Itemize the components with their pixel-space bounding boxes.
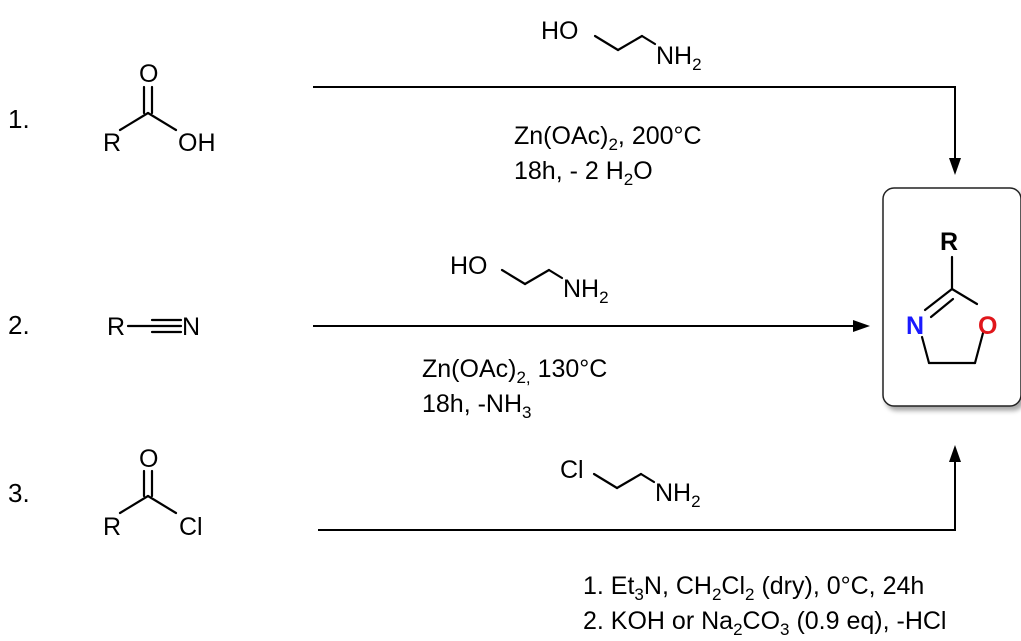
reaction-2-atom-N: N — [182, 313, 200, 341]
reaction-1-conditions-line-2: 18h, - 2 H2O — [514, 157, 653, 189]
reaction-2-number: 2. — [8, 310, 30, 340]
product-atom-R: R — [940, 228, 958, 256]
product-atom-N: N — [906, 312, 924, 340]
reaction-1-reactant-carboxylic-acid: R O OH — [103, 60, 216, 157]
reaction-3-conditions-line-1: 1. Et3N, CH2Cl2 (dry), 0°C, 24h — [583, 572, 924, 604]
reaction-2-atom-R: R — [107, 313, 125, 341]
reaction-2-reagent-HO: HO — [450, 252, 488, 280]
reaction-3-reagent-chloroethylamine: Cl NH2 — [560, 456, 701, 511]
reaction-1-reagent-HO: HO — [541, 17, 579, 45]
reaction-2-reagent-ethanolamine: HO NH2 — [450, 252, 609, 307]
reaction-3-number: 3. — [8, 478, 30, 508]
reaction-1-reagent-NH2: NH2 — [656, 42, 702, 74]
reaction-3-arrow — [318, 460, 956, 531]
reaction-2-conditions: Zn(OAc)2, 130°C 18h, -NH3 — [422, 355, 607, 422]
reaction-1-conditions-line-1: Zn(OAc)2, 200°C — [514, 122, 702, 154]
reaction-3-atom-Cl: Cl — [179, 513, 203, 541]
reaction-3-conditions-line-2: 2. KOH or Na2CO3 (0.9 eq), -HCl — [583, 607, 946, 639]
reaction-1-atom-OH: OH — [178, 129, 216, 157]
reaction-3-reagent-Cl: Cl — [560, 456, 584, 484]
reaction-1-atom-R: R — [103, 129, 121, 157]
reaction-2-reagent-NH2: NH2 — [563, 275, 609, 307]
product-oxazoline: R N O — [882, 187, 1021, 407]
reaction-1: 1. R O OH HO NH2 Zn(OAc)2, 200°C 18h, - … — [8, 17, 961, 189]
reaction-3-reactant-acyl-chloride: R O Cl — [103, 445, 203, 541]
reaction-1-number: 1. — [8, 104, 30, 134]
reaction-2-conditions-line-1: Zn(OAc)2, 130°C — [422, 355, 607, 387]
reaction-2-reactant-nitrile: R N — [107, 313, 200, 341]
reaction-3-atom-O: O — [139, 445, 158, 473]
reaction-3: 3. R O Cl Cl NH2 1. Et3N, CH2Cl2 (dry), … — [8, 445, 961, 639]
reaction-2: 2. R N HO NH2 Zn(OAc)2, 130°C 18h, -NH3 — [8, 252, 870, 422]
reaction-2-conditions-line-2: 18h, -NH3 — [422, 390, 532, 422]
reaction-1-conditions: Zn(OAc)2, 200°C 18h, - 2 H2O — [514, 122, 702, 189]
product-atom-O: O — [978, 312, 997, 340]
reaction-1-reagent-ethanolamine: HO NH2 — [541, 17, 702, 74]
product-box — [882, 187, 1021, 407]
reaction-3-conditions: 1. Et3N, CH2Cl2 (dry), 0°C, 24h 2. KOH o… — [583, 572, 946, 639]
reaction-3-reagent-NH2: NH2 — [655, 479, 701, 511]
reaction-3-atom-R: R — [103, 513, 121, 541]
reaction-1-atom-O: O — [139, 60, 158, 88]
reaction-1-arrow — [313, 86, 956, 160]
